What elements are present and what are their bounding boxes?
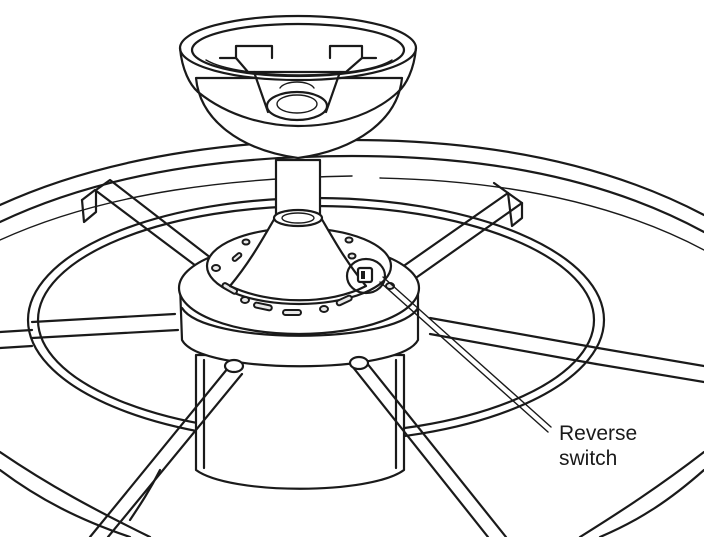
front-spokes xyxy=(88,355,508,537)
callout-leader xyxy=(379,276,552,433)
back-spokes xyxy=(80,178,524,284)
label-line-1: Reverse xyxy=(559,422,637,445)
reverse-switch-label: Reverse switch xyxy=(559,422,637,470)
label-line-2: switch xyxy=(559,447,617,470)
reverse-switch xyxy=(345,257,387,295)
motor-housing xyxy=(177,208,421,490)
side-spokes xyxy=(0,312,704,384)
canopy xyxy=(178,14,418,160)
